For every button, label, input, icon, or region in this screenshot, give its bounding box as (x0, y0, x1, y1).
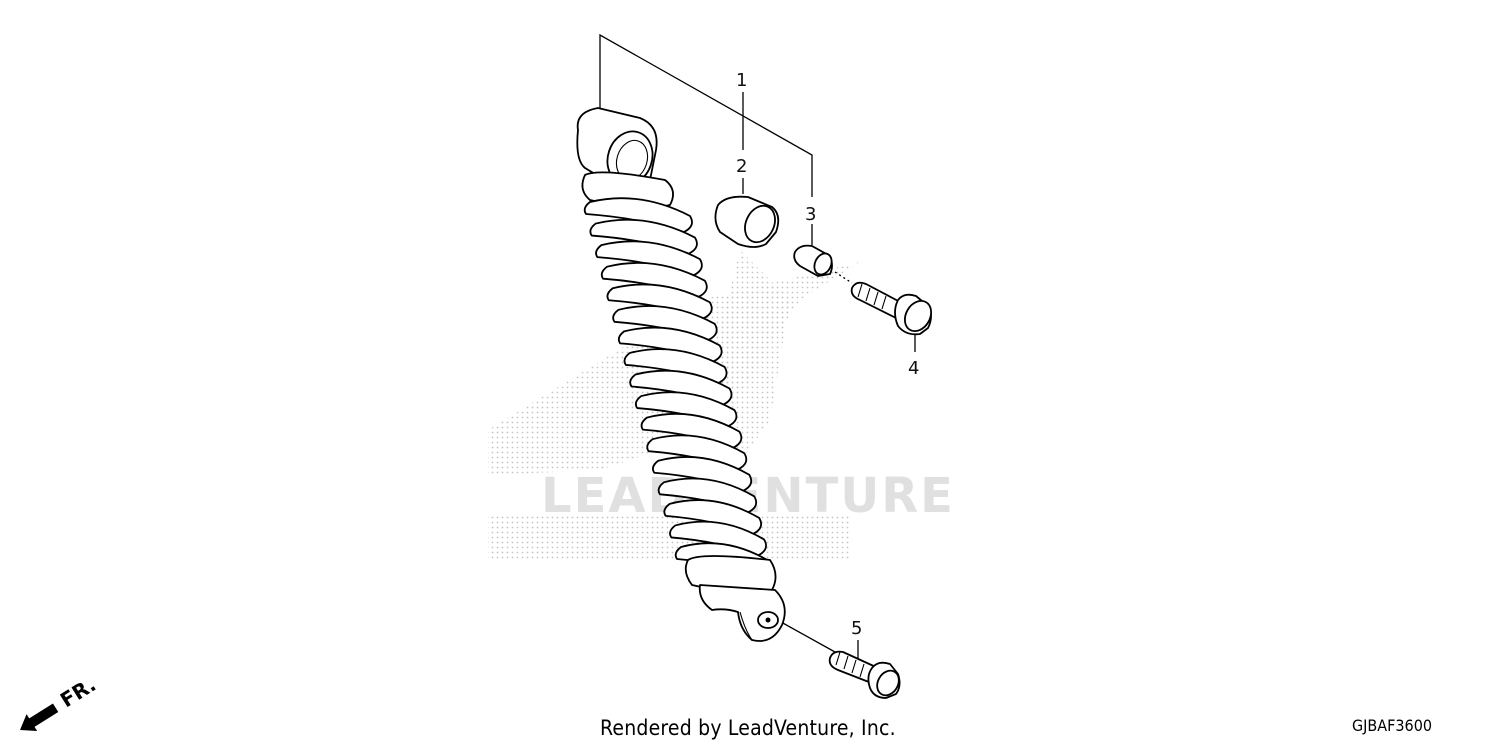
callout-5[interactable]: 5 (851, 618, 862, 639)
front-label: FR. (56, 672, 100, 712)
spring-coils (583, 197, 772, 578)
callout-1[interactable]: 1 (736, 70, 747, 91)
front-arrow-icon (20, 703, 59, 732)
callout-3[interactable]: 3 (805, 204, 816, 225)
diagram-code: GJBAF3600 (1352, 716, 1433, 735)
bolt-part-5[interactable] (828, 650, 903, 700)
collar-part-2[interactable] (714, 195, 780, 248)
shock-absorber[interactable] (576, 107, 786, 642)
render-credit: Rendered by LeadVenture, Inc. (600, 716, 896, 740)
callout-2[interactable]: 2 (736, 156, 747, 177)
collar-part-3[interactable] (793, 244, 835, 278)
bolt-part-4[interactable] (850, 281, 937, 336)
callout-4[interactable]: 4 (908, 358, 919, 379)
